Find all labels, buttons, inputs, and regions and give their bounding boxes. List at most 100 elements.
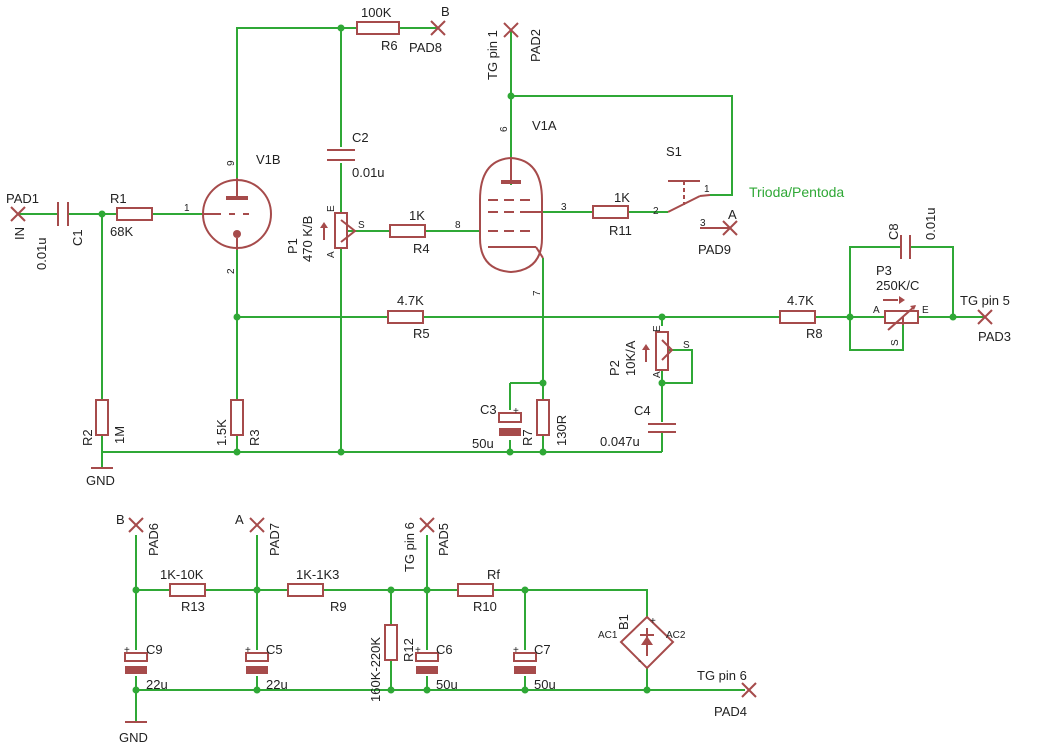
pad3-net-label: TG pin 5 [960,293,1010,308]
pad-pad3 [977,309,993,325]
p1-pin-s: S [358,220,365,231]
pad-pad6 [128,517,144,533]
pad7-label: PAD7 [267,523,282,556]
resistor-r1 [116,207,153,221]
capacitor-c4 [648,423,676,433]
r11-value: 1K [614,190,630,205]
gnd-label-bottom: GND [119,730,148,745]
c1-value: 0.01u [34,237,49,270]
pad-pad2 [503,22,519,38]
capacitor-c1 [57,202,69,226]
r7-ref: R7 [520,429,535,446]
b1-plus: + [650,616,656,627]
v1a-label: V1A [532,118,557,133]
r9-value: 1K-1K3 [296,567,339,582]
v1a-pin-3: 3 [561,202,567,213]
potentiometer-p3 [883,296,919,331]
svg-text:+: + [513,406,519,417]
v1b-pin-9: 9 [226,160,237,166]
v1b-pin-1: 1 [184,203,190,214]
v1a-pin-6: 6 [499,126,510,132]
r5-value: 4.7K [397,293,424,308]
p2-pin-e: E [652,325,663,332]
pad4-label: PAD4 [714,704,747,719]
pad7-net-label: A [235,512,244,527]
p3-pin-e: E [922,305,929,316]
r11-ref: R11 [609,223,632,238]
switch-mode-note: Trioda/Pentoda [749,184,844,200]
r3-ref: R3 [247,429,262,446]
c8-ref: C8 [886,223,901,240]
c3-value: 50u [472,436,494,451]
s1-label: S1 [666,144,682,159]
r9-ref: R9 [330,599,347,614]
c6-ref: C6 [436,642,453,657]
c7-value: 50u [534,677,556,692]
wires [18,27,985,722]
tube-v1a [479,156,544,274]
c5-ref: C5 [266,642,283,657]
b1-label: B1 [616,614,631,630]
c9-ref: C9 [146,642,163,657]
resistor-r4 [389,224,426,238]
p3-value: 250K/C [876,278,919,293]
p1-value: 470 K/B [300,216,315,262]
pad3-label: PAD3 [978,329,1011,344]
resistor-r7 [536,399,550,436]
p2-value: 10K/A [623,340,638,376]
c4-value: 0.047u [600,434,640,449]
r13-value: 1K-10K [160,567,204,582]
r7-value: 130R [554,415,569,446]
r6-value: 100K [361,5,392,20]
r2-value: 1M [112,426,127,444]
r12-ref: R12 [401,638,416,662]
s1-pin-1: 1 [704,184,710,195]
c8-value: 0.01u [923,207,938,240]
c2-value: 0.01u [352,165,385,180]
capacitor-c9: + [124,645,148,674]
r5-ref: R5 [413,326,430,341]
potentiometer-p1 [320,212,357,249]
pad8-net-label: B [441,4,450,19]
bridge-rectifier-b1 [619,615,675,670]
resistor-r12 [384,624,398,661]
switch-s1 [667,180,711,229]
pad-pad7 [249,517,265,533]
s1-pin-3: 3 [700,218,706,229]
v1b-pin-2: 2 [226,268,237,274]
pad9-net-label: A [728,207,737,222]
r10-value: Rf [487,567,500,582]
c6-value: 50u [436,677,458,692]
c5-value: 22u [266,677,288,692]
capacitor-c8 [900,235,911,259]
c3-ref: C3 [480,402,497,417]
r4-value: 1K [409,208,425,223]
r13-ref: R13 [181,599,205,614]
capacitor-c6: + [415,645,439,674]
r10-ref: R10 [473,599,497,614]
p3-pin-a: A [873,305,880,316]
capacitor-c2 [327,149,355,161]
gnd-label-top: GND [86,473,115,488]
pad5-label: PAD5 [436,523,451,556]
pad2-label: PAD2 [528,29,543,62]
svg-text:+: + [415,645,421,656]
resistor-r6 [356,21,400,35]
resistor-r8 [779,310,816,324]
junction-dots [98,24,957,694]
pad-pad4 [741,682,757,698]
b1-minus: - [638,656,641,667]
p3-pin-s: S [890,339,901,346]
p1-ref: P1 [285,238,300,254]
v1b-label: V1B [256,152,281,167]
capacitor-c5: + [245,645,269,674]
v1a-pin-8: 8 [455,220,461,231]
s1-pin-2: 2 [653,206,659,217]
r2-ref: R2 [80,429,95,446]
resistor-r11 [592,205,629,219]
p3-ref: P3 [876,263,892,278]
c9-value: 22u [146,677,168,692]
pad-pad8 [430,20,446,36]
